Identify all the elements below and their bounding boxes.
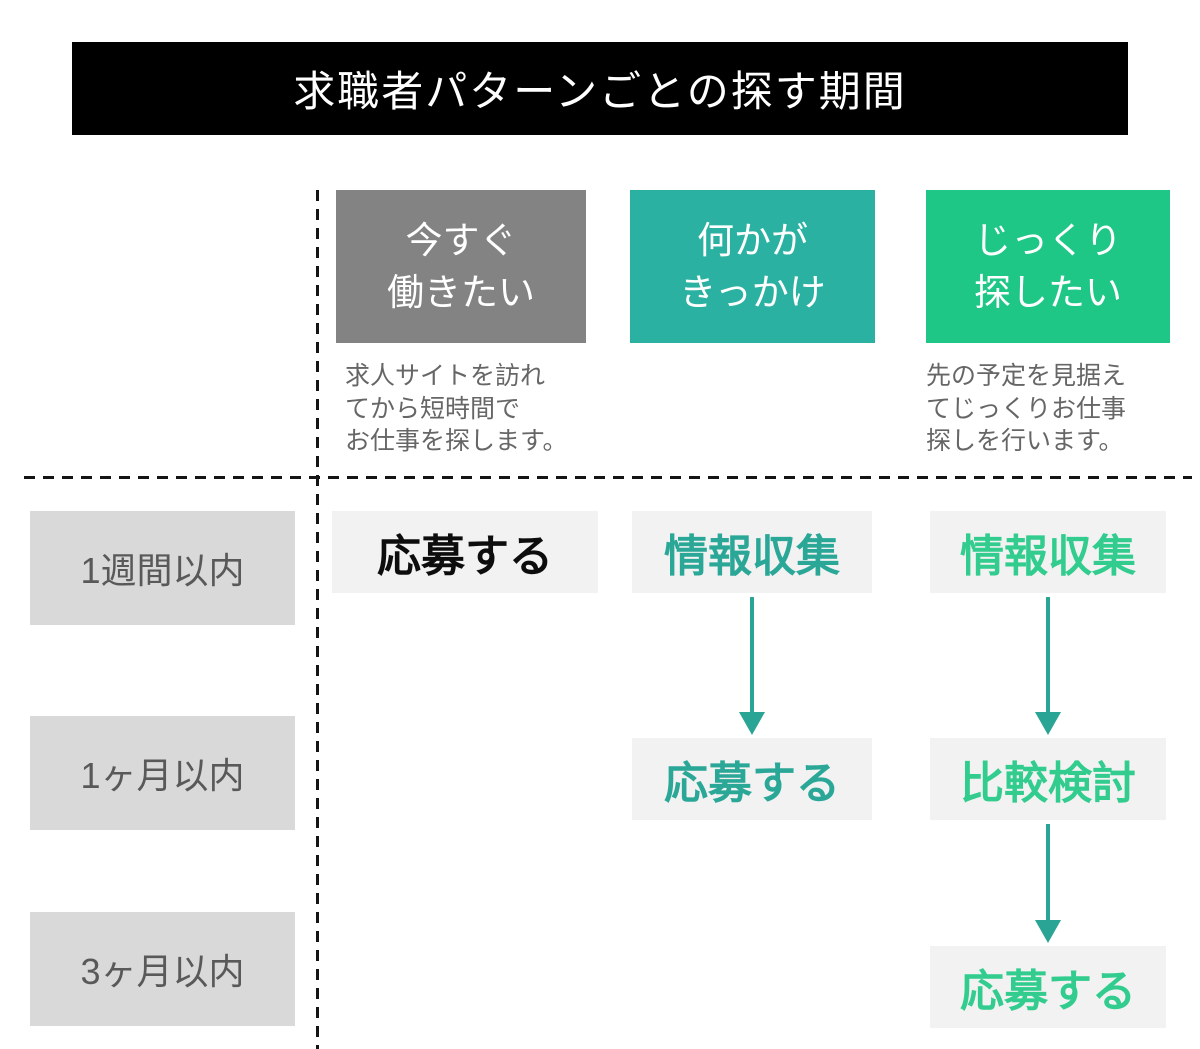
cell-apply-slow-column: 応募する [930, 946, 1166, 1028]
cell-apply-now-column: 応募する [332, 511, 598, 593]
column-header-search-slowly: じっくり 探したい [926, 190, 1170, 343]
arrow-shaft [1046, 597, 1050, 712]
horizontal-dashed-divider [24, 476, 1192, 479]
arrow-shaft [750, 597, 754, 712]
cell-compare-slow-column: 比較検討 [930, 738, 1166, 820]
arrow-head [1035, 712, 1061, 735]
arrow-head [1035, 920, 1061, 943]
cell-gather-info-slow-column: 情報収集 [930, 511, 1166, 593]
arrow-down-icon [1035, 597, 1061, 735]
row-label-within-1-week: 1週間以内 [30, 511, 295, 625]
row-label-within-1-month: 1ヶ月以内 [30, 716, 295, 830]
column-header-work-now: 今すぐ 働きたい [336, 190, 586, 343]
description-search-slowly: 先の予定を見据え てじっくりお仕事 探しを行います。 [926, 362, 1127, 455]
arrow-down-icon [739, 597, 765, 735]
cell-gather-info-trigger-column: 情報収集 [632, 511, 872, 593]
title-banner: 求職者パターンごとの探す期間 [72, 42, 1128, 135]
arrow-down-icon [1035, 824, 1061, 943]
cell-apply-trigger-column: 応募する [632, 738, 872, 820]
arrow-head [739, 712, 765, 735]
page-title: 求職者パターンごとの探す期間 [293, 68, 907, 115]
row-label-within-3-months: 3ヶ月以内 [30, 912, 295, 1026]
description-work-now: 求人サイトを訪れ てから短時間で お仕事を探します。 [345, 362, 568, 455]
arrow-shaft [1046, 824, 1050, 920]
column-header-trigger: 何かが きっかけ [630, 190, 875, 343]
vertical-dashed-divider [316, 190, 319, 1049]
